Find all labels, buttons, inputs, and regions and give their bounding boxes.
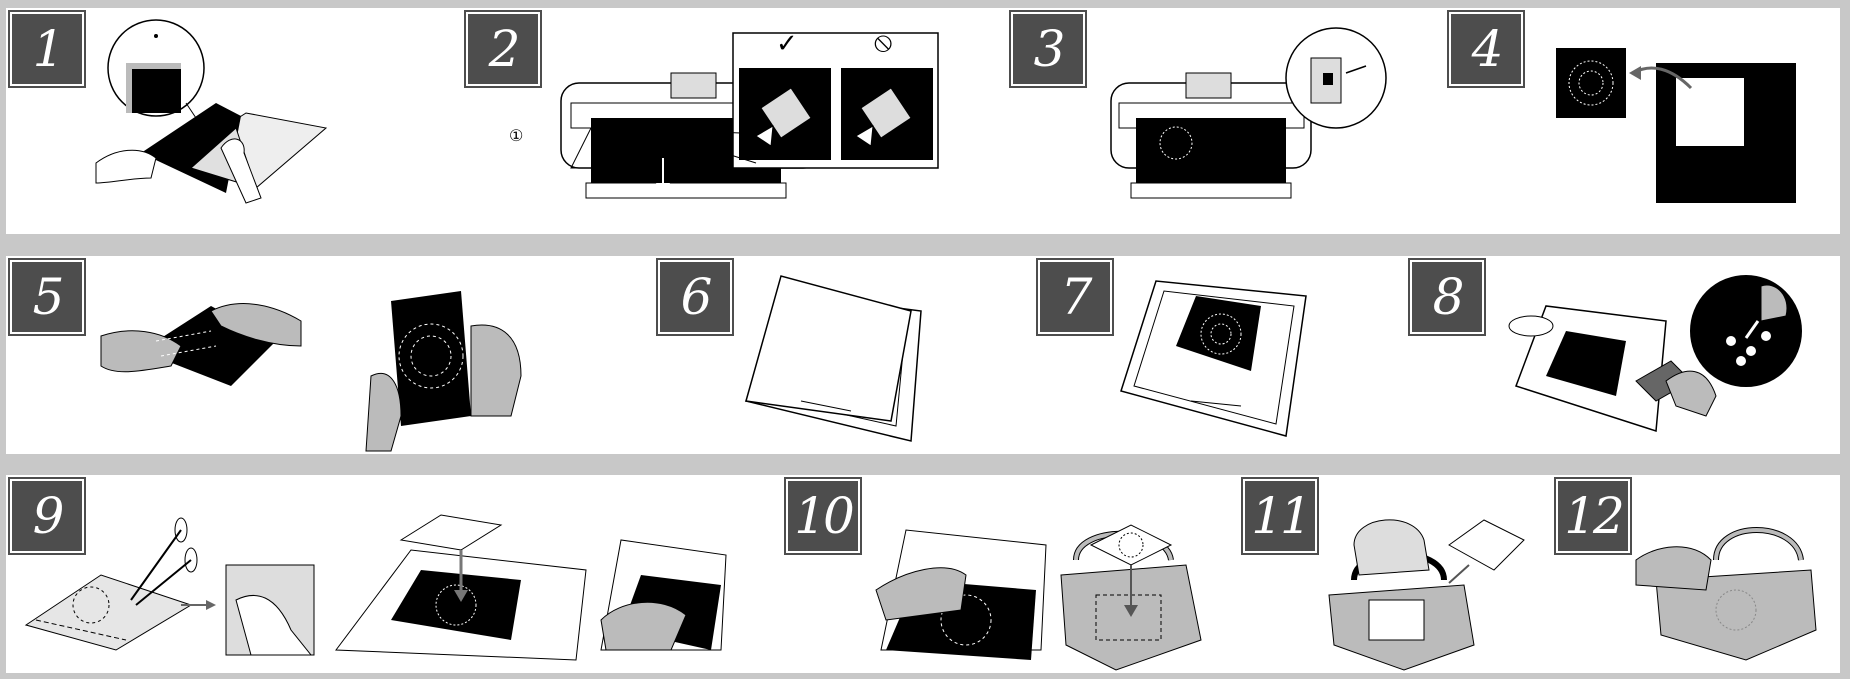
step-number-badge: 4 [1449, 12, 1523, 86]
step3-illustration [1101, 18, 1411, 228]
step9-illustration [21, 500, 761, 670]
step1-illustration [96, 18, 336, 228]
step-number-badge: 5 [10, 260, 84, 334]
step-number-badge: 8 [1410, 260, 1484, 334]
step4-illustration [1551, 33, 1811, 213]
step-number-badge: 10 [786, 479, 860, 553]
instruction-row-1: 1 2 ① ✓ ⦸ [6, 8, 1840, 234]
callout-marker: ① [509, 126, 523, 146]
step8-illustration [1506, 266, 1806, 446]
instruction-row-3: 9 10 [6, 475, 1840, 673]
step-number-badge: 6 [658, 260, 732, 334]
step12-illustration [1636, 500, 1826, 665]
prohibited-symbol: ⦸ [874, 26, 892, 59]
step7-illustration [1116, 276, 1306, 441]
step-number-badge: 3 [1011, 12, 1085, 86]
step-number-badge: 11 [1243, 479, 1317, 553]
instruction-row-2: 5 6 7 8 [6, 256, 1840, 454]
ok-check-symbol: ✓ [776, 28, 798, 59]
step-number-badge: 1 [10, 12, 84, 86]
step-number-badge: 12 [1556, 479, 1630, 553]
step-number-badge: 7 [1038, 260, 1112, 334]
step10-illustration [876, 500, 1236, 670]
step5-illustration [101, 266, 581, 451]
step6-illustration [741, 271, 931, 446]
step11-illustration [1324, 495, 1524, 670]
